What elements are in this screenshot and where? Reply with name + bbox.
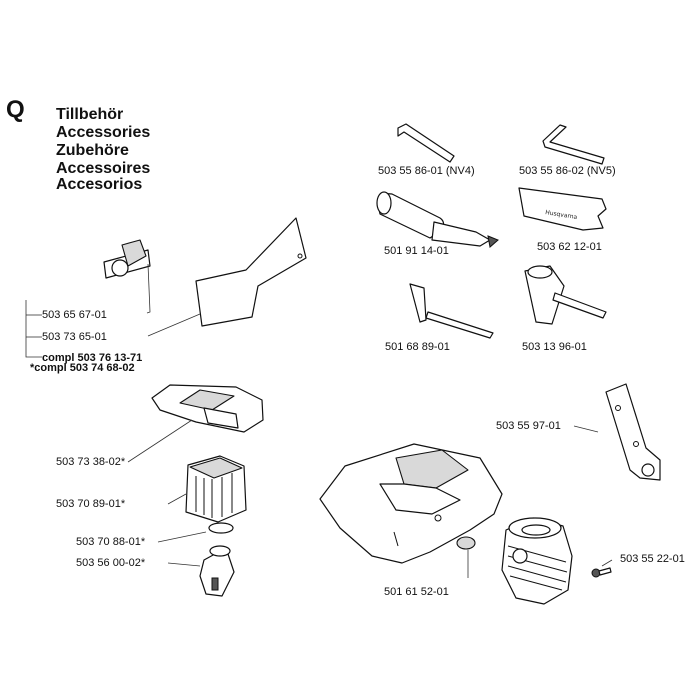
- label-p16: 503 55 22-01: [620, 553, 685, 565]
- label-p1: 503 55 86-01 (NV4): [378, 165, 475, 177]
- husqvarna-sticker-icon: Husqvarna: [518, 187, 607, 231]
- label-p15: 503 56 00-02*: [76, 557, 146, 569]
- intake-icon: [199, 545, 235, 597]
- title-german: Zubehöre: [56, 142, 129, 159]
- label-p4: 503 62 12-01: [537, 241, 602, 253]
- plug-icon: [456, 536, 476, 550]
- title-swedish: Tillbehör: [56, 106, 124, 123]
- muffler-bracket-icon: [605, 383, 661, 481]
- label-p14: 503 70 88-01*: [76, 536, 146, 548]
- seal-ring-icon: [208, 522, 234, 534]
- label-p10: *compl 503 74 68-02: [30, 362, 135, 374]
- top-cover-icon: [319, 443, 503, 564]
- chain-catcher-icon: [103, 239, 151, 279]
- air-filter-icon: [185, 455, 247, 523]
- title-spanish: Accesorios: [56, 176, 143, 193]
- title-english: Accessories: [56, 124, 151, 141]
- hex-key-nv5-icon: [542, 124, 605, 165]
- filter-cover-icon: [151, 384, 264, 433]
- cylinder-icon: [501, 517, 573, 605]
- label-p3: 501 91 14-01: [384, 245, 449, 257]
- screw-icon: [591, 567, 612, 578]
- label-p13: 503 70 89-01*: [56, 498, 126, 510]
- hex-key-nv4-icon: [397, 123, 455, 163]
- combination-spanner-icon: [524, 265, 607, 325]
- label-p17: 501 61 52-01: [384, 586, 449, 598]
- label-p9: 503 13 96-01: [522, 341, 587, 353]
- guide-plate-icon: [195, 217, 307, 327]
- label-p6: 503 73 65-01: [42, 331, 107, 343]
- grease-gun-icon: [376, 191, 499, 248]
- label-p5: 503 65 67-01: [42, 309, 107, 321]
- label-p8: 501 68 89-01: [385, 341, 450, 353]
- label-p11: 503 55 97-01: [496, 420, 561, 432]
- label-p2: 503 55 86-02 (NV5): [519, 165, 616, 177]
- label-p7: compl 503 76 13-71: [42, 352, 143, 364]
- section-letter: Q: [6, 96, 25, 123]
- t-wrench-icon: [409, 283, 494, 339]
- title-french: Accessoires: [56, 160, 151, 177]
- label-p12: 503 73 38-02*: [56, 456, 126, 468]
